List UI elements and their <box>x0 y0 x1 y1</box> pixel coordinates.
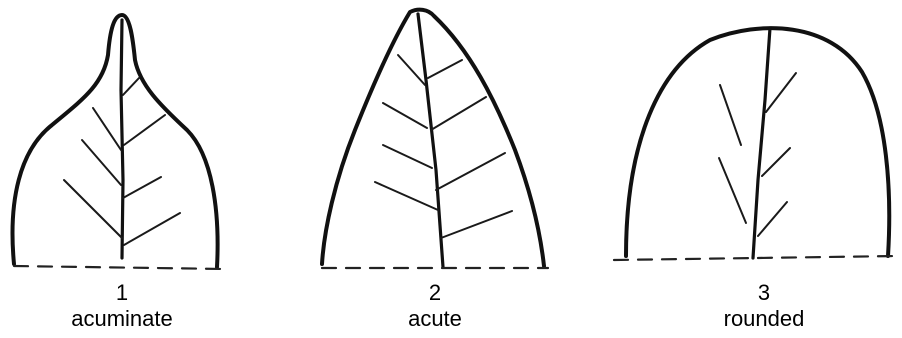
caption-acuminate: 1 acuminate <box>22 280 222 332</box>
caption-number: 2 <box>335 280 535 306</box>
leaf-rounded-base <box>614 256 898 260</box>
leaf-rounded <box>614 28 898 260</box>
caption-label: acuminate <box>22 306 222 332</box>
leaf-acuminate-base <box>14 266 226 269</box>
caption-acute: 2 acute <box>335 280 535 332</box>
leaf-acute <box>322 10 548 268</box>
caption-label: acute <box>335 306 535 332</box>
caption-rounded: 3 rounded <box>664 280 864 332</box>
leaf-acuminate-midrib <box>121 20 123 258</box>
leaf-acute-midrib <box>418 14 443 267</box>
caption-number: 1 <box>22 280 222 306</box>
leaf-rounded-outline <box>626 28 889 256</box>
leaf-acuminate <box>13 15 226 269</box>
caption-label: rounded <box>664 306 864 332</box>
leaf-acute-veins <box>375 55 512 238</box>
caption-number: 3 <box>664 280 864 306</box>
